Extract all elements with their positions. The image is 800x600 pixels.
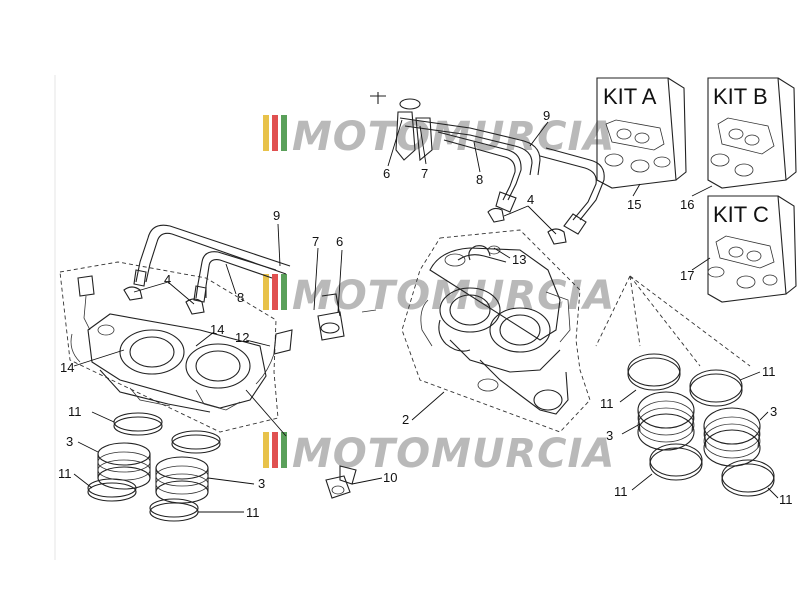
clamps-boots-right [595,275,775,497]
hose-12 [255,329,293,385]
watermark-text: MOTOMURCIA [292,114,615,160]
callout-4-top: 4 [527,192,534,207]
clamps-boots-left [87,412,221,522]
kit-c-title: KIT C [713,202,769,227]
injector-bracket-mid [317,293,377,341]
callout-9-left: 9 [273,208,280,223]
callout-12: 12 [235,330,249,345]
callout-6-mid: 6 [336,234,343,249]
callout-14-b: 14 [60,360,74,375]
callout-17: 17 [680,268,694,283]
callout-11-r4: 11 [779,492,793,507]
callout-2: 2 [402,412,409,427]
callout-11-r1: 11 [600,396,614,411]
kit-a-title: KIT A [603,84,657,109]
callout-11-l1: 11 [68,404,82,419]
callout-16: 16 [680,197,694,212]
callout-7-mid: 7 [312,234,319,249]
callout-3-r1: 3 [606,428,613,443]
callout-14-a: 14 [210,322,224,337]
watermark-text: MOTOMURCIA [292,431,615,477]
callout-10: 10 [383,470,397,485]
callout-labels: 9 6 7 8 4 15 16 17 13 9 7 6 4 8 14 14 12… [58,108,793,520]
throttle-body-left [59,261,279,433]
injector-bracket-top [370,92,433,162]
kit-c-box: KIT C [707,195,797,303]
fuel-rail-left [133,224,291,303]
callout-4-left: 4 [164,272,171,287]
callout-13: 13 [512,252,526,267]
injector-clips-left [123,286,205,315]
callout-3-r2: 3 [770,404,777,419]
watermark-bottom: MOTOMURCIA [263,431,615,477]
watermark-text: MOTOMURCIA [292,273,615,319]
callout-3-l2: 3 [258,476,265,491]
throttle-body-right [401,229,591,433]
fuel-rail-top [399,117,605,235]
callout-6-top: 6 [383,166,390,181]
leader-lines [73,119,779,513]
callout-11-r3: 11 [614,484,628,499]
callout-9-top: 9 [543,108,550,123]
tube-13 [457,245,507,263]
callout-7-top: 7 [421,166,428,181]
kit-b-title: KIT B [713,84,768,109]
callout-11-l2: 11 [58,466,72,481]
callout-11-l3: 11 [246,505,260,520]
kit-b-box: KIT B [707,77,797,189]
callout-15: 15 [627,197,641,212]
watermark-middle: MOTOMURCIA [263,273,615,319]
callout-3-l1: 3 [66,434,73,449]
callout-8-left: 8 [237,290,244,305]
watermark-top: MOTOMURCIA [263,114,615,160]
callout-11-r2: 11 [762,364,776,379]
injector-clips-top [487,207,567,245]
kit-a-box: KIT A [596,77,687,189]
callout-8-top: 8 [476,172,483,187]
